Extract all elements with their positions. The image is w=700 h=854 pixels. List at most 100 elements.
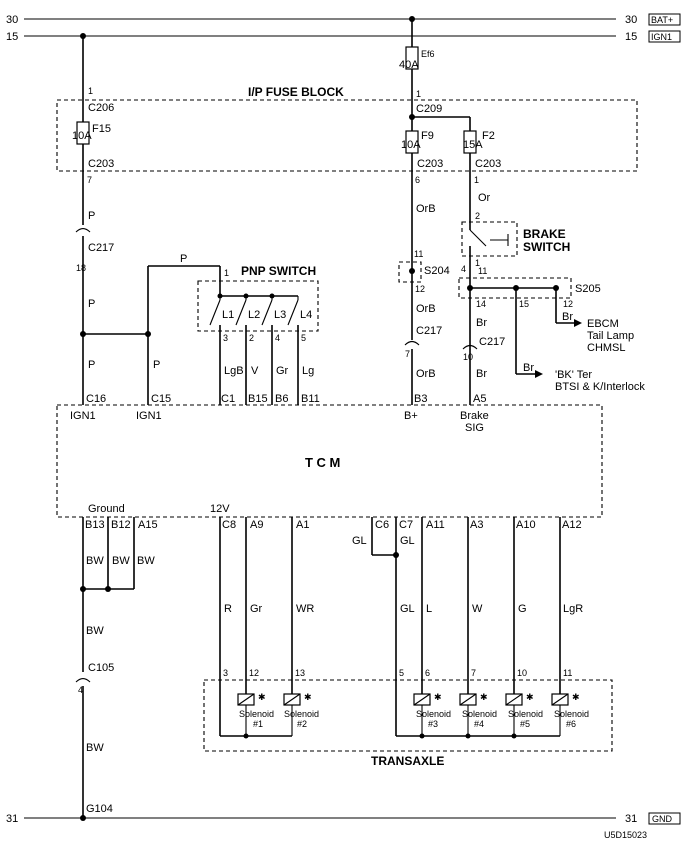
tcm-pin-b6: B6 [275, 393, 288, 405]
splice-s204-outline [398, 261, 422, 283]
fuse-f9-rating: 10A [401, 139, 421, 151]
solenoid-1-label: Solenoid [239, 709, 274, 719]
ground-g104: G104 [86, 803, 113, 815]
wire-color-r: R [224, 603, 232, 615]
connector-c217-right-pin: 10 [463, 352, 473, 362]
wire-color-bw-2: BW [112, 555, 130, 567]
tcm-name-brake: Brake [460, 410, 489, 422]
diagram-code: U5D15023 [604, 830, 647, 840]
ign-rail-number-left: 15 [6, 31, 18, 43]
wire-color-br-bk: Br [523, 362, 534, 374]
connector-c217-mid-pin: 7 [405, 349, 410, 359]
solenoid-1-number: #1 [253, 719, 263, 729]
transaxle-pin-10: 10 [517, 668, 527, 678]
splice-s205: 11 4 S205 14 15 12 Br EBCM Tail Lamp CHM… [458, 264, 645, 393]
fuse-f15-rating: 10A [72, 130, 92, 142]
chmsl-label: CHMSL [587, 342, 626, 354]
pnp-pin-3: 3 [223, 333, 228, 343]
connector-c209: C209 [416, 103, 442, 115]
pnp-contact-l4: L4 [300, 309, 312, 321]
wire-color-orb-1: OrB [416, 203, 436, 215]
tcm-pin-b11: B11 [301, 393, 320, 405]
tcm-pin-a11: A11 [426, 519, 445, 531]
tcm-pin-b15: B15 [248, 393, 268, 405]
ign-rail-tag: IGN1 [651, 32, 672, 42]
tcm-pin-c7: C7 [399, 519, 413, 531]
solenoid-4-label: Solenoid [462, 709, 497, 719]
transaxle-pin-3: 3 [223, 668, 228, 678]
solenoid-4-number: #4 [474, 719, 484, 729]
splice-s205-pin-left: 4 [461, 264, 466, 274]
solenoid-1: ✱ Solenoid #1 [237, 692, 274, 736]
wire-color-bw-4: BW [86, 625, 104, 637]
svg-text:✱: ✱ [304, 692, 312, 702]
brake-switch: Or 2 BRAKE SWITCH 1 [461, 192, 570, 405]
gnd-rail-number-left: 31 [6, 813, 18, 825]
pnp-pin-2: 2 [249, 333, 254, 343]
tcm-pin-c1: C1 [221, 393, 235, 405]
fuse-f15-pin-in: 1 [88, 86, 93, 96]
tcm-12v-label: 12V [210, 503, 230, 515]
svg-text:✱: ✱ [258, 692, 266, 702]
solenoid-2-label: Solenoid [284, 709, 319, 719]
connector-c206: C206 [88, 102, 114, 114]
transaxle-title: TRANSAXLE [371, 754, 444, 768]
fuse-ef6-rating: 40A [399, 59, 419, 71]
solenoid-4: ✱ Solenoid #4 [459, 692, 497, 736]
pnp-switch-title: PNP SWITCH [241, 264, 316, 278]
tcm-title: T C M [305, 455, 340, 470]
solenoid-3-number: #3 [428, 719, 438, 729]
wire-color-wr: WR [296, 603, 314, 615]
splice-s205-label: S205 [575, 283, 601, 295]
bat-rail-number-left: 30 [6, 14, 18, 26]
solenoid-5: ✱ Solenoid #5 [505, 692, 543, 736]
tcm-pin-c15: C15 [151, 393, 171, 405]
wire-color-or: Or [478, 192, 491, 204]
svg-text:✱: ✱ [434, 692, 442, 702]
connector-c217-left-pin: 18 [76, 263, 86, 273]
gnd-rail: 31 31 GND [6, 812, 681, 825]
ign-rail: 15 15 IGN1 [6, 30, 681, 43]
output-wires: R Gr WR 3 12 13 GL GL GL L W G LgR 5 6 7… [219, 517, 583, 736]
b-plus-branch: OrB 11 S204 12 OrB C217 7 OrB [398, 203, 450, 405]
fuse-f2-connector: C203 [475, 158, 501, 170]
tcm-pin-a5: A5 [473, 393, 486, 405]
tcm-pin-a3: A3 [470, 519, 483, 531]
wire-color-lgb: LgB [224, 365, 244, 377]
tcm-pin-a10: A10 [516, 519, 536, 531]
btsi-interlock-label: BTSI & K/Interlock [555, 381, 645, 393]
solenoid-6: ✱ Solenoid #6 [551, 692, 589, 736]
brake-switch-pin-1: 1 [475, 258, 480, 268]
tcm-pin-a9: A9 [250, 519, 263, 531]
transaxle-pin-13: 13 [295, 668, 305, 678]
wire-color-lgr: LgR [563, 603, 583, 615]
svg-text:✱: ✱ [480, 692, 488, 702]
ip-fuse-block-title: I/P FUSE BLOCK [248, 85, 344, 99]
solenoid-6-label: Solenoid [554, 709, 589, 719]
tcm-pin-a15: A15 [138, 519, 158, 531]
svg-text:✱: ✱ [572, 692, 580, 702]
wire-color-bw-5: BW [86, 742, 104, 754]
pnp-contact-l3: L3 [274, 309, 286, 321]
wire-color-p-2: P [88, 298, 95, 310]
brake-switch-title-1: BRAKE [523, 227, 566, 241]
tcm-name-ign1-a: IGN1 [70, 410, 96, 422]
wire-color-p-top: P [180, 253, 187, 265]
wire-color-orb-3: OrB [416, 368, 436, 380]
wire-color-orb-2: OrB [416, 303, 436, 315]
fuse-f9-connector: C203 [417, 158, 443, 170]
transaxle-pin-5: 5 [399, 668, 404, 678]
tcm-ground-label: Ground [88, 503, 125, 515]
wire-color-p-3: P [88, 359, 95, 371]
splice-s204-pin-bot: 12 [415, 284, 425, 294]
splice-s204-pin-top: 11 [414, 249, 423, 259]
wire-color-l: L [426, 603, 432, 615]
pnp-contact-l2: L2 [248, 309, 260, 321]
wire-color-v: V [251, 365, 259, 377]
wire-color-br-1: Br [476, 317, 487, 329]
pnp-contact-l1: L1 [222, 309, 234, 321]
left-branch: P C217 18 P P P P [75, 210, 221, 405]
solenoid-3: ✱ Solenoid #3 [413, 692, 451, 736]
gnd-rail-number-right: 31 [625, 813, 637, 825]
